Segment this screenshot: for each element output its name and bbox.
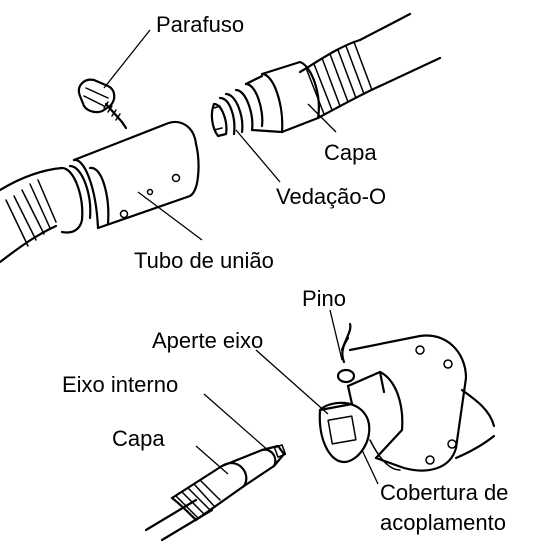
labels: Parafuso Capa Vedação-O Tubo de união Pi… bbox=[62, 12, 508, 535]
inner-shaft-drawing bbox=[144, 444, 287, 542]
leader-aperte bbox=[255, 349, 329, 415]
leader-lines bbox=[103, 29, 379, 485]
coupling-cover-drawing bbox=[318, 322, 496, 472]
leader-tubo bbox=[137, 191, 203, 241]
leader-cobertura bbox=[361, 449, 379, 485]
label-eixo-interno: Eixo interno bbox=[62, 372, 178, 397]
leader-parafuso bbox=[103, 29, 151, 89]
label-pino: Pino bbox=[302, 286, 346, 311]
label-capa-bottom: Capa bbox=[112, 426, 165, 451]
leader-capa-top bbox=[307, 103, 337, 133]
leader-vedacao bbox=[235, 129, 281, 183]
label-cobertura-line1: Cobertura de bbox=[380, 480, 508, 505]
label-capa-top: Capa bbox=[324, 140, 377, 165]
leader-eixo bbox=[203, 393, 271, 453]
flex-cable-drawing bbox=[210, 12, 442, 138]
union-tube-drawing bbox=[0, 120, 200, 264]
screw-drawing bbox=[77, 78, 128, 130]
label-tubo: Tubo de união bbox=[134, 248, 274, 273]
leader-pino bbox=[329, 309, 343, 361]
label-cobertura-line2: acoplamento bbox=[380, 510, 506, 535]
label-vedacao: Vedação-O bbox=[276, 184, 386, 209]
leader-capa-bottom bbox=[195, 445, 229, 475]
label-parafuso: Parafuso bbox=[156, 12, 244, 37]
label-aperte: Aperte eixo bbox=[152, 328, 263, 353]
